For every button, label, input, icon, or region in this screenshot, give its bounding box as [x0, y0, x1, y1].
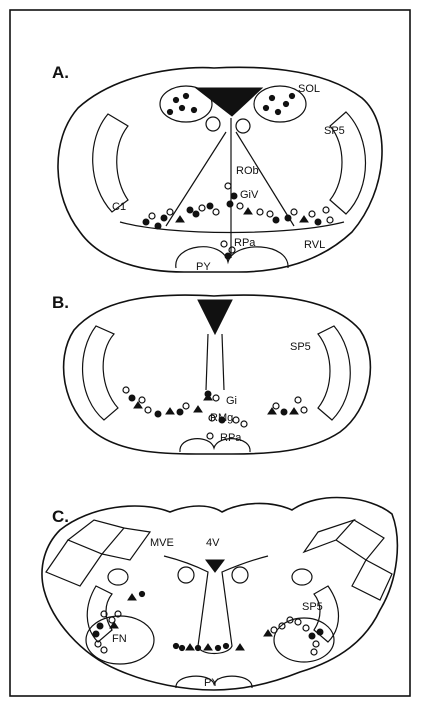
panel-c-right-circle: [232, 567, 248, 583]
panel-c: C. MVE 4: [42, 498, 397, 690]
panel-a-label-c1: C1: [112, 201, 126, 213]
panel-a-raphe-right: [236, 132, 294, 226]
panel-c-right-folia: [304, 520, 392, 600]
panel-a-label-sol: SOL: [298, 83, 320, 95]
panel-a-label-py: PY: [196, 261, 211, 273]
panel-a-pyramid: [176, 247, 288, 268]
panel-c-outline: [42, 498, 397, 690]
panel-c-label-mve: MVE: [150, 537, 174, 549]
panel-c-letter: C.: [52, 507, 69, 526]
panel-b-ventricle: [198, 300, 232, 334]
panel-c-left-folia: [46, 520, 150, 586]
figure-frame: [10, 10, 410, 696]
panel-a-label-rob: ROb: [236, 165, 259, 177]
panel-b-label-rmg: RMg: [210, 412, 233, 424]
panel-b-right-crescent: [318, 326, 350, 420]
panel-b-left-crescent: [83, 326, 118, 420]
panel-b-midline-right: [222, 334, 224, 390]
panel-b-label-gi: Gi: [226, 395, 237, 407]
panel-b: B. SP5 Gi RMg RPa: [52, 293, 370, 454]
panel-c-right-oval: [292, 569, 312, 585]
panel-c-label-4v: 4V: [206, 537, 220, 549]
panel-c-label-sp5: SP5: [302, 601, 323, 613]
panel-a-left-trigeminal: [93, 114, 128, 212]
panel-a-left-sol: [160, 86, 212, 122]
panel-c-left-circle: [178, 567, 194, 583]
panel-c-label-py: PY: [204, 677, 219, 689]
panel-a-right-small-circle: [236, 119, 250, 133]
panel-c-left-lateral: [87, 586, 112, 642]
panel-c-ventricle: [206, 560, 224, 572]
panel-b-midline-left: [206, 334, 208, 390]
panel-a-label-rvl: RVL: [304, 239, 325, 251]
panel-b-letter: B.: [52, 293, 69, 312]
panel-a-ventral-band: [120, 222, 344, 233]
panel-a-label-rpa: RPa: [234, 237, 256, 249]
panel-c-left-oval: [108, 569, 128, 585]
panel-b-label-sp5: SP5: [290, 341, 311, 353]
panel-a-left-small-circle: [206, 117, 220, 131]
panel-a: A.: [52, 63, 382, 273]
panel-b-label-rpa: RPa: [220, 432, 242, 444]
panel-a-letter: A.: [52, 63, 69, 82]
panel-a-label-sp5: SP5: [324, 125, 345, 137]
panel-c-markers: [93, 591, 323, 655]
panel-c-label-fn: FN: [112, 633, 127, 645]
panel-a-label-giv: GiV: [240, 189, 259, 201]
